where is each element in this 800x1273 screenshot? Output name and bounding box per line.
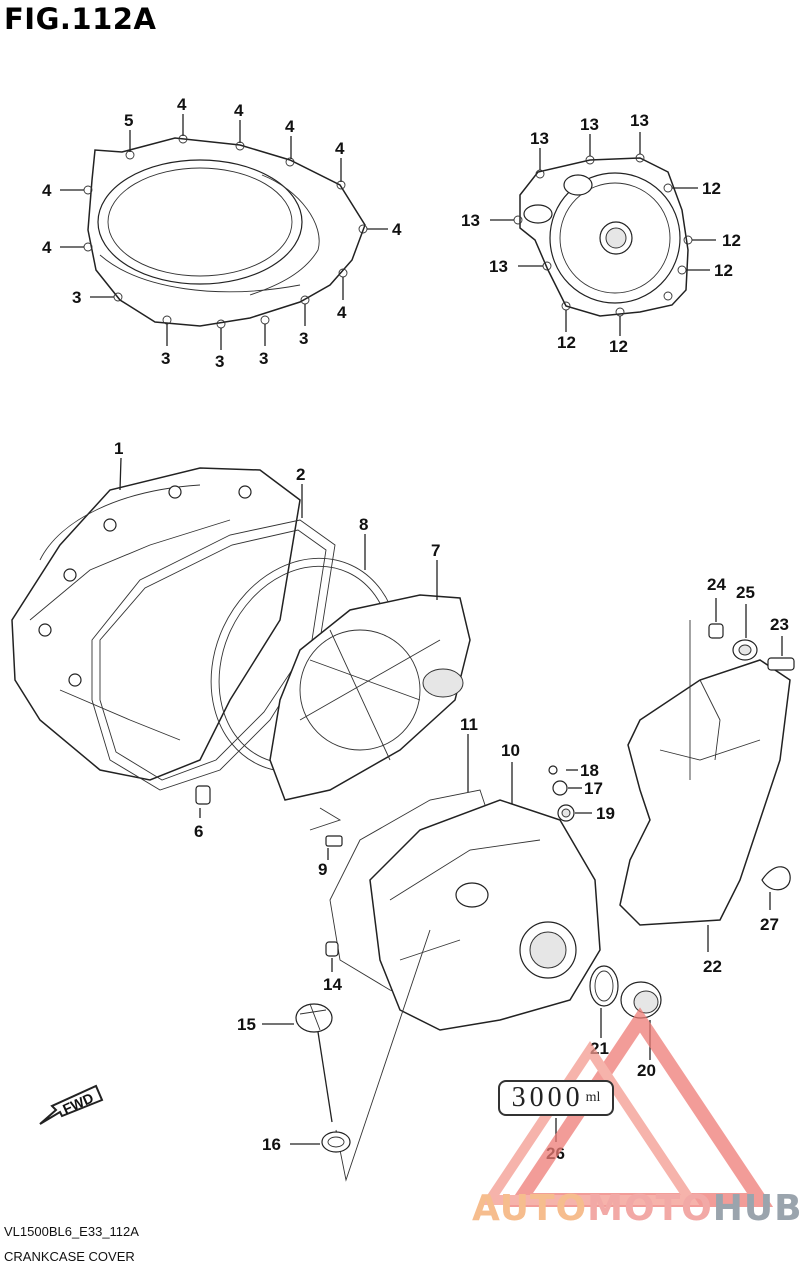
clutch-cover-bolt-view	[60, 114, 388, 350]
callout-22: 22	[703, 957, 722, 976]
callout-12-b: 12	[722, 231, 741, 250]
part-14-dowel-pin	[325, 941, 339, 972]
callout-12-e: 12	[557, 333, 576, 352]
automotohub-watermark: AUTOMOTOHUB	[472, 1188, 800, 1229]
callout-14: 14	[323, 975, 342, 994]
callout-13-c: 13	[630, 111, 649, 130]
part-10-crankcase-cover	[369, 762, 601, 1031]
callout-4-g: 4	[42, 181, 52, 200]
callout-10: 10	[501, 741, 520, 760]
callout-19: 19	[596, 804, 615, 823]
callout-24: 24	[707, 575, 726, 594]
callout-1: 1	[114, 439, 123, 458]
crankcase-cover-bolt-view	[490, 132, 716, 336]
callout-5: 5	[124, 111, 133, 130]
callout-4-b: 4	[234, 101, 244, 120]
callout-3-e: 3	[299, 329, 308, 348]
callout-13-e: 13	[489, 257, 508, 276]
callout-4-d: 4	[335, 139, 345, 158]
part-7-inner-cover	[269, 560, 471, 801]
callout-15: 15	[237, 1015, 256, 1034]
part-16-o-ring	[290, 1131, 351, 1153]
parts-17-18-19-small-seals	[548, 765, 592, 822]
callout-3-b: 3	[161, 349, 170, 368]
callout-16: 16	[262, 1135, 281, 1154]
part-27-rubber-cap	[761, 866, 791, 910]
callout-25: 25	[736, 583, 755, 602]
callout-12-d: 12	[609, 337, 628, 356]
model-code: VL1500BL6_E33_112A	[4, 1224, 139, 1239]
callout-8: 8	[359, 515, 368, 534]
part-22-outer-cover	[619, 620, 791, 952]
callout-27: 27	[760, 915, 779, 934]
callout-2: 2	[296, 465, 305, 484]
callout-4-a: 4	[177, 95, 187, 114]
odometer-digits: 3000	[511, 1082, 584, 1113]
callout-4-c: 4	[285, 117, 295, 136]
callout-3-c: 3	[215, 352, 224, 371]
callout-18: 18	[580, 761, 599, 780]
watermark-part1: AUTO	[472, 1188, 588, 1229]
callout-6: 6	[194, 822, 203, 841]
figure-title: FIG.112A	[4, 2, 157, 36]
callout-3-a: 3	[72, 288, 81, 307]
fwd-label: FWD	[60, 1090, 96, 1118]
callout-4-e: 4	[392, 220, 402, 239]
callout-4-f: 4	[337, 303, 347, 322]
callout-12-a: 12	[702, 179, 721, 198]
part-21-o-ring	[589, 965, 619, 1038]
watermark-part3: HUB	[712, 1188, 800, 1229]
forward-direction-arrow-icon: FWD	[39, 1084, 104, 1125]
callout-3-d: 3	[259, 349, 268, 368]
callout-11: 11	[460, 715, 478, 734]
callout-13-a: 13	[530, 129, 549, 148]
parts-23-24-25-fasteners	[708, 598, 795, 671]
watermark-part2: MOTO	[587, 1188, 713, 1229]
callout-13-b: 13	[580, 115, 599, 134]
callout-13-d: 13	[461, 211, 480, 230]
part-6-dowel-pin	[195, 785, 211, 818]
callout-17: 17	[584, 779, 603, 798]
odometer-unit: ml	[585, 1090, 601, 1105]
callout-12-c: 12	[714, 261, 733, 280]
callout-20: 20	[637, 1061, 656, 1080]
callout-9: 9	[318, 860, 327, 879]
callout-23: 23	[770, 615, 789, 634]
callout-4-h: 4	[42, 238, 52, 257]
part-1-clutch-cover	[11, 457, 301, 781]
callout-7: 7	[431, 541, 440, 560]
figure-name: CRANKCASE COVER	[4, 1249, 135, 1264]
part-9-bolt	[309, 807, 343, 860]
